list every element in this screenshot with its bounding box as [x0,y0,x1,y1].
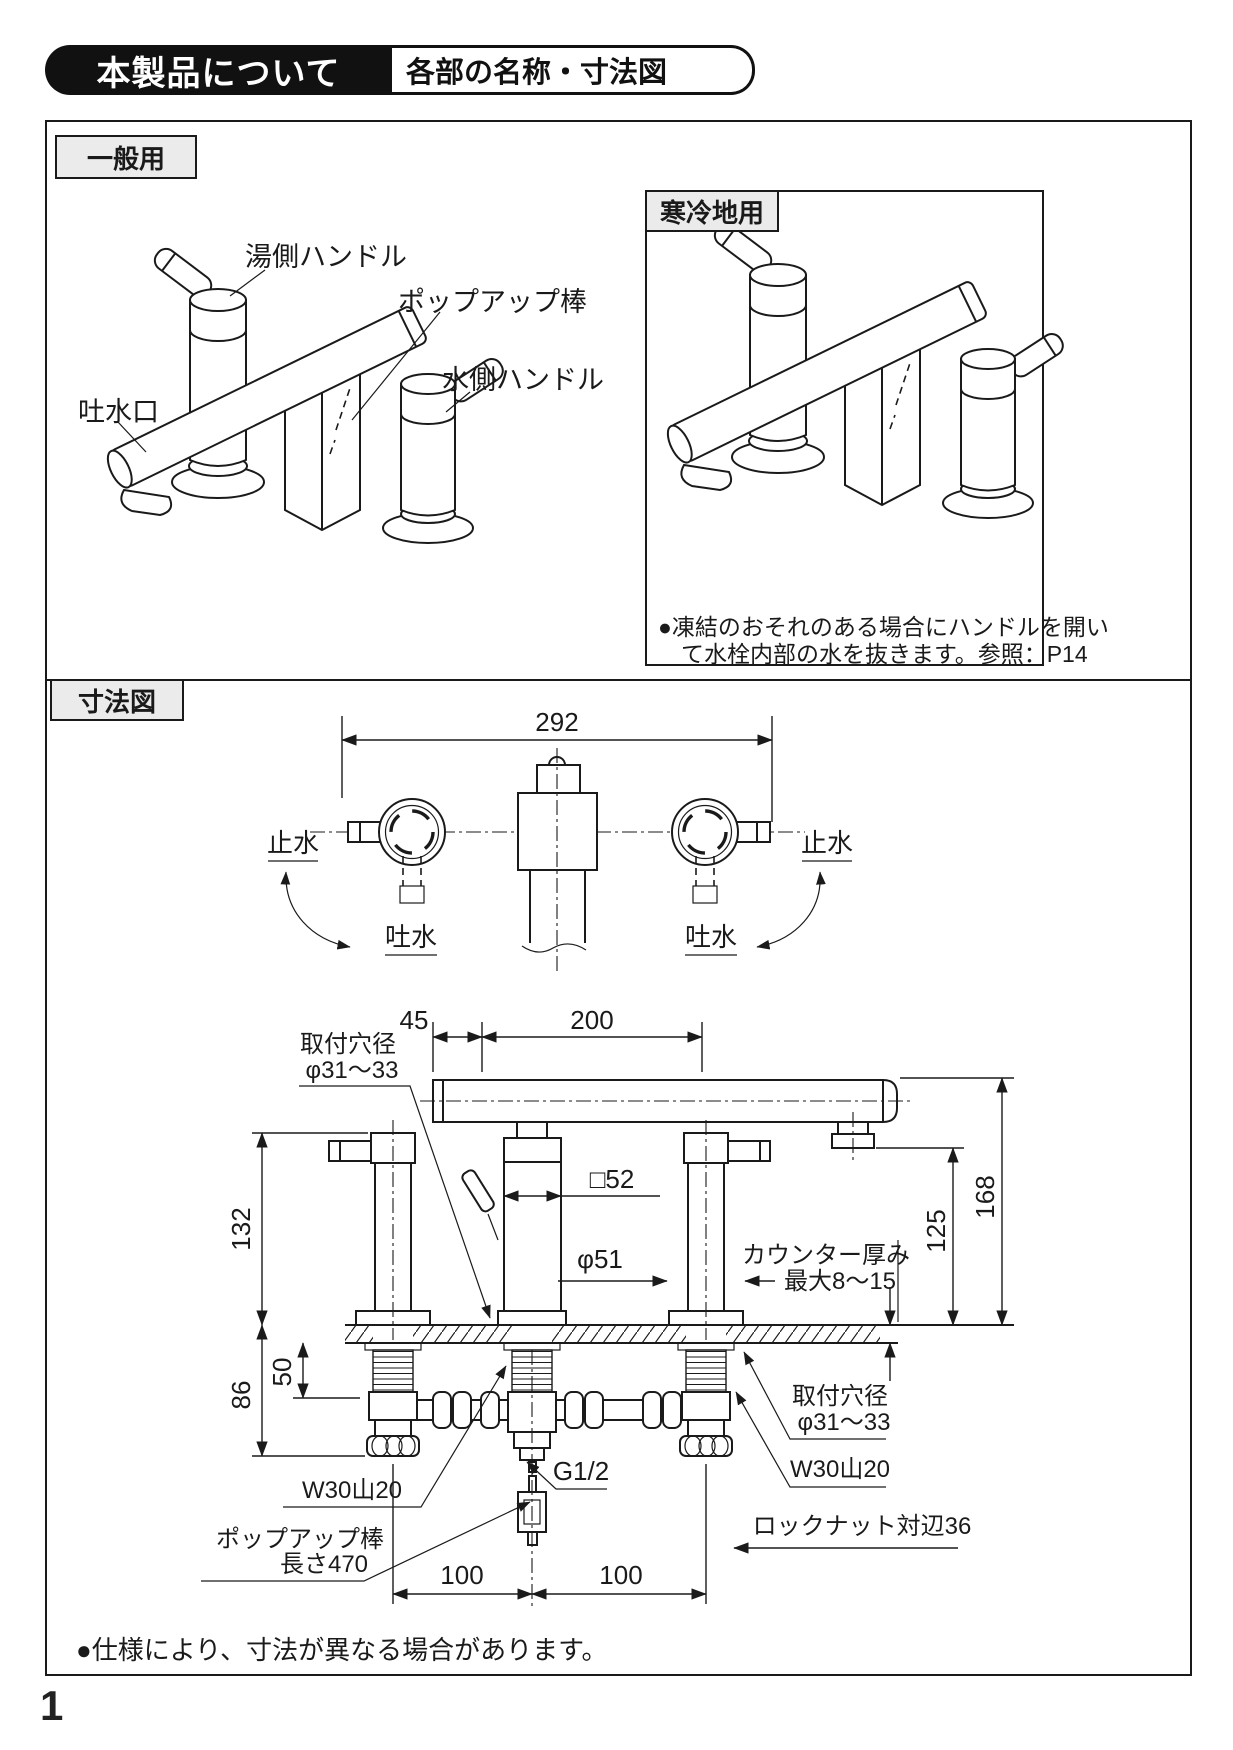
label-mount-hole-right-2: φ31～33 [798,1409,891,1436]
dim-200: 200 [570,1005,613,1035]
label-popup-length-2: 長さ470 [280,1551,368,1578]
dim-100-right: 100 [599,1560,642,1590]
label-mount-hole-left-2: φ31～33 [306,1057,399,1084]
dim-292: 292 [535,707,578,737]
page-subtitle: 各部の名称・寸法図 [392,45,755,95]
label-mount-hole-right-1: 取付穴径 [792,1383,888,1410]
label-tosui-left: 吐水 [385,922,437,952]
cold-region-note-line1: ●凍結のおそれのある場合にハンドルを開い [658,614,1109,640]
label-popup-rod: ポップアップ棒 [398,287,587,317]
dim-45: 45 [400,1005,429,1035]
section-label-dimensions: 寸法図 [50,679,184,721]
label-cold-handle: 水側ハンドル [442,365,604,395]
label-thread-right: W30山20 [790,1456,890,1483]
page-title: 本製品について [45,45,392,95]
label-thread-left: W30山20 [302,1477,402,1504]
label-shisui-left: 止水 [267,828,319,858]
dim-86: 86 [226,1381,256,1410]
cold-faucet-illustration [661,218,1068,520]
content-frame [45,120,1192,1676]
dim-100-left: 100 [440,1560,483,1590]
dim-sq52: □52 [590,1164,635,1194]
page-number: 1 [40,1682,64,1729]
spec-variation-note: ●仕様により、寸法が異なる場合があります。 [76,1635,608,1665]
label-counter-thickness-1: カウンター厚み [742,1242,910,1269]
cold-region-note-line2: て水栓内部の水を抜きます。参照：P14 [681,641,1088,667]
label-spout: 吐水口 [78,397,159,427]
label-mount-hole-left-1: 取付穴径 [300,1031,396,1058]
faucet-isometric-drawing [101,218,1068,545]
section-label-general: 一般用 [55,135,197,179]
label-tosui-right: 吐水 [685,922,737,952]
label-popup-length-1: ポップアップ棒 [216,1526,384,1553]
label-shisui-right: 止水 [801,828,853,858]
general-faucet-illustration [101,243,508,545]
label-hot-handle: 湯側ハンドル [245,242,407,272]
dim-50: 50 [267,1358,297,1387]
dim-168: 168 [970,1175,1000,1218]
section-divider [45,679,1190,681]
dimension-drawing: 292 止水 吐水 [201,707,1014,1608]
label-counter-thickness-2: 最大8～15 [784,1268,896,1295]
label-g12: G1/2 [553,1456,609,1486]
dim-dia51: φ51 [577,1244,623,1274]
dim-132: 132 [226,1207,256,1250]
top-view: 292 止水 吐水 [267,707,853,972]
section-label-cold-region: 寒冷地用 [645,190,779,232]
dim-125: 125 [921,1209,951,1252]
front-view: 45 200 取付穴径 φ31～33 [201,1005,1014,1608]
label-locknut: ロックナット対辺36 [753,1513,972,1540]
